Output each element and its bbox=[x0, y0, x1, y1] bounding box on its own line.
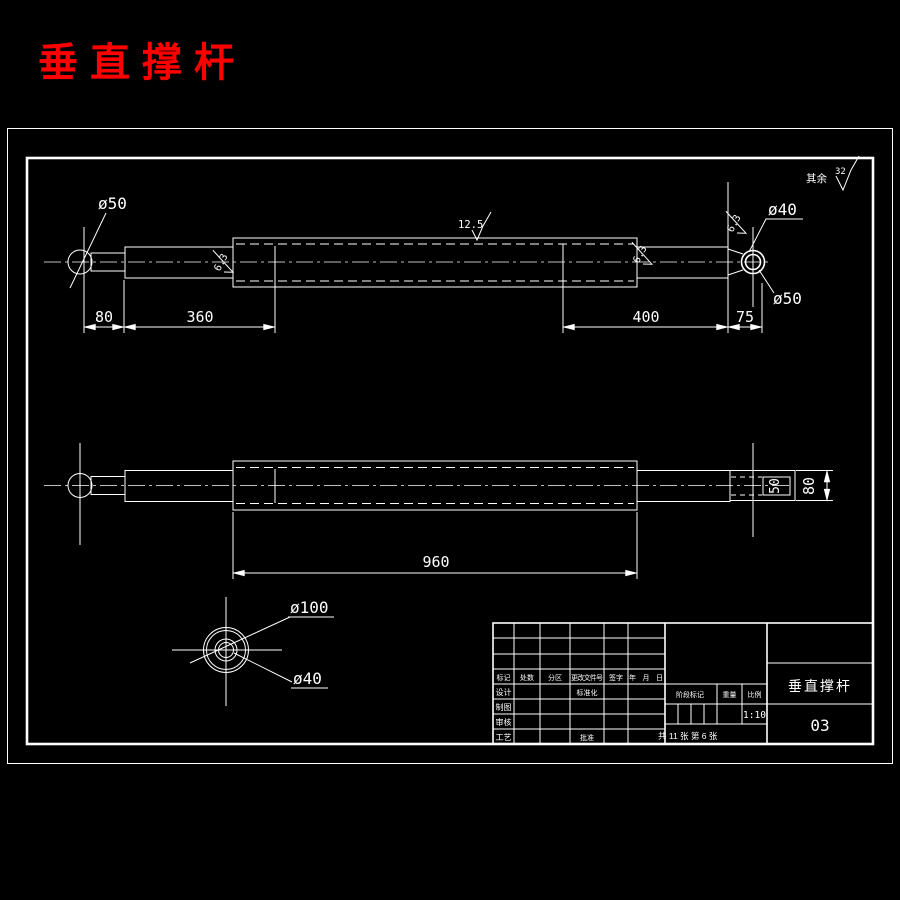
th-signature: 签字 bbox=[609, 673, 623, 682]
dim-400: 400 bbox=[632, 308, 659, 326]
roughness-step-left: 6.3 bbox=[212, 249, 235, 273]
th-change-doc: 更改文件号 bbox=[571, 673, 603, 682]
side-view: 50 80 960 bbox=[44, 443, 833, 579]
roughness-eye: 6.3 bbox=[725, 210, 748, 234]
scale-value: 1:10 bbox=[743, 710, 766, 721]
section-view: ø100 ø40 bbox=[172, 597, 334, 706]
dim-outer-dia: ø100 bbox=[290, 598, 329, 617]
dim-75: 75 bbox=[736, 308, 754, 326]
cell-approval: 批准 bbox=[580, 733, 594, 742]
cell-standardization: 标准化 bbox=[577, 688, 598, 697]
cell-scale: 比例 bbox=[748, 690, 762, 699]
tube-inner-wall-circle bbox=[206, 630, 246, 670]
dim-inner-dia: ø40 bbox=[293, 669, 322, 688]
eye-hole-leader bbox=[748, 218, 803, 253]
eye-taper-bottom bbox=[727, 269, 744, 276]
th-mark: 标记 bbox=[497, 673, 511, 682]
inner-dia-leader bbox=[233, 652, 293, 683]
roughness-tube: 12.5 bbox=[458, 211, 492, 242]
cell-stage-mark: 阶段标记 bbox=[676, 690, 704, 699]
tube-outer-circle bbox=[203, 627, 249, 673]
cell-weight: 重量 bbox=[723, 691, 737, 699]
drawing-frame bbox=[7, 128, 893, 764]
general-roughness-note: 其余 32 bbox=[806, 155, 860, 192]
roughness-check-icon bbox=[471, 211, 492, 242]
roughness-check-icon bbox=[631, 241, 654, 265]
roughness-check-icon bbox=[212, 249, 235, 273]
th-count: 处数 bbox=[520, 673, 534, 682]
general-note-label: 其余 bbox=[806, 172, 827, 185]
dim-960: 960 bbox=[422, 553, 449, 571]
roughness-value: 12.5 bbox=[458, 219, 483, 231]
dim-ball-dia: ø50 bbox=[98, 194, 127, 213]
title-block: 标记 处数 分区 更改文件号 签字 年 月 日 设计 制图 审核 工艺 标准化 … bbox=[492, 622, 874, 745]
part-name: 垂直撑杆 bbox=[788, 678, 852, 694]
dim-50: 50 bbox=[768, 478, 783, 494]
general-roughness-value: 32 bbox=[835, 167, 846, 177]
left-shaft bbox=[124, 470, 234, 502]
eye-end-side bbox=[729, 470, 796, 501]
drawing-number: 03 bbox=[810, 716, 829, 735]
roughness-check-icon bbox=[725, 210, 748, 234]
th-zone: 分区 bbox=[548, 673, 562, 682]
rod-circle bbox=[214, 638, 238, 662]
roughness-step-right: 6.3 bbox=[631, 241, 654, 265]
ball-dia-leader bbox=[69, 212, 107, 289]
eye-outer-leader bbox=[758, 269, 775, 294]
row-process: 工艺 bbox=[496, 733, 512, 742]
row-check: 审核 bbox=[496, 717, 512, 727]
outer-dia-leader bbox=[189, 616, 291, 664]
dim-360: 360 bbox=[186, 308, 213, 326]
row-design: 设计 bbox=[496, 687, 512, 697]
drawing-title: 垂直撑杆 bbox=[38, 39, 246, 86]
dim-height-80: 80 bbox=[800, 477, 818, 495]
eye-taper-top bbox=[727, 248, 744, 255]
roughness-check-icon bbox=[835, 155, 860, 192]
outer-border bbox=[7, 128, 893, 764]
sheet-info: 共 11 张 第 6 张 bbox=[658, 731, 718, 741]
dim-eye-hole: ø40 bbox=[768, 200, 797, 219]
dim-eye-outer: ø50 bbox=[773, 289, 802, 308]
row-draft: 制图 bbox=[496, 702, 512, 712]
inner-border bbox=[25, 156, 875, 746]
eye-hole-outline bbox=[762, 476, 791, 496]
roughness-value: 6.3 bbox=[212, 252, 230, 273]
top-view: ø50 ø40 ø50 bbox=[44, 182, 803, 333]
dim-80: 80 bbox=[95, 308, 113, 326]
right-shaft bbox=[636, 470, 731, 502]
th-date: 年 月 日 bbox=[629, 673, 663, 682]
tube-body bbox=[232, 237, 638, 288]
ball-end bbox=[67, 249, 93, 275]
